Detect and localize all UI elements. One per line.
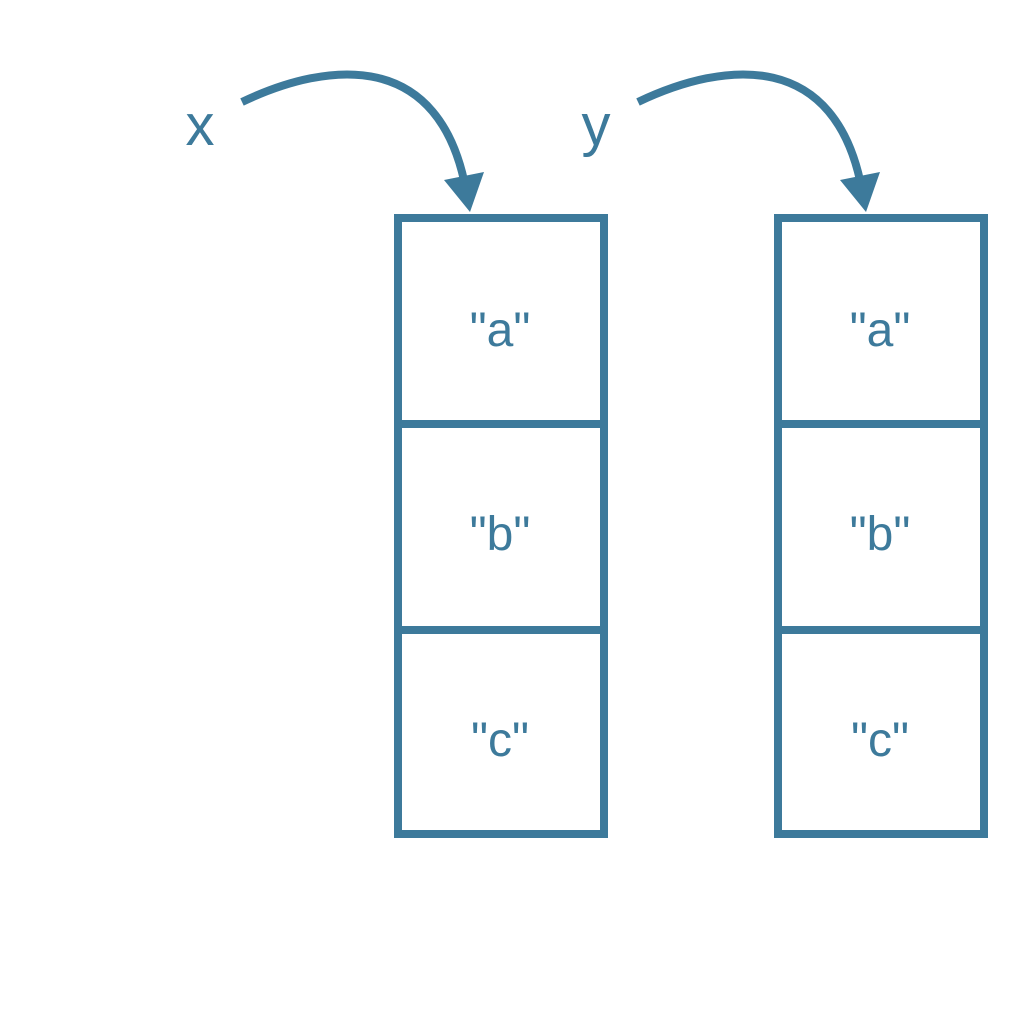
list-x-cell-1: "b" (470, 508, 531, 561)
list-x-cell-2: "c" (471, 714, 529, 767)
variable-x-label: x (186, 93, 215, 158)
variable-y-group: y (582, 70, 880, 212)
list-y-outline (774, 214, 988, 838)
pointer-arrow-x (240, 70, 470, 191)
variable-x-group: x (186, 70, 484, 212)
list-x-outline (394, 214, 608, 838)
pointer-arrow-y (636, 70, 866, 191)
arrowhead-y-icon (840, 172, 880, 212)
list-y-cell-2: "c" (851, 714, 909, 767)
list-y-cell-1: "b" (850, 508, 911, 561)
list-y: "a" "b" "c" (774, 214, 988, 838)
list-x-cell-0: "a" (470, 304, 531, 357)
variable-y-label: y (582, 93, 611, 158)
list-x: "a" "b" "c" (394, 214, 608, 838)
list-y-cell-0: "a" (850, 304, 911, 357)
arrowhead-x-icon (444, 172, 484, 212)
